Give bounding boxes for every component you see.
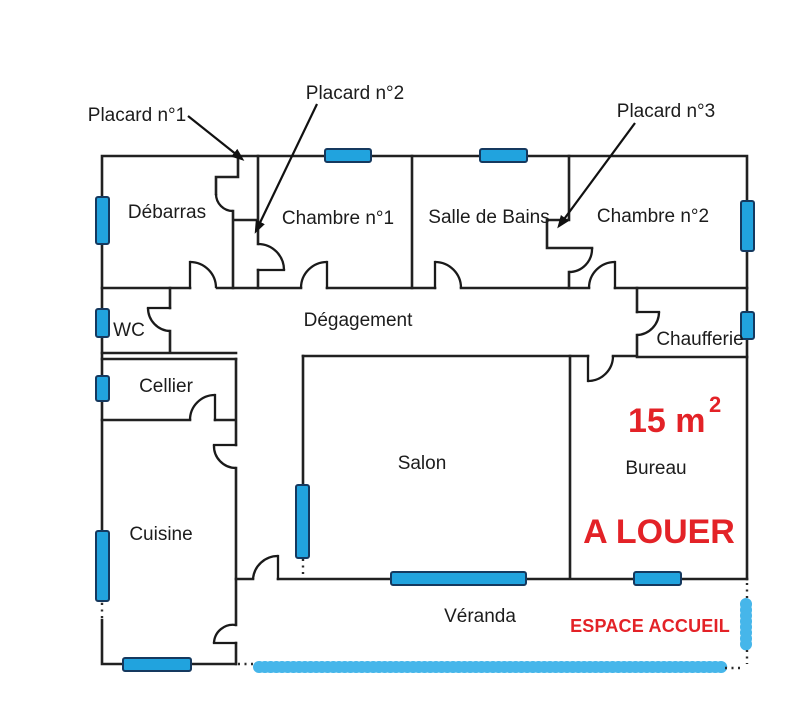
salon-bureau-walls: [234, 354, 749, 581]
window-icon-debarras-left: [95, 196, 110, 245]
door-arc-cuisine: [212, 623, 237, 644]
reception-path: [100, 559, 752, 673]
door-arc-chambre1: [299, 260, 328, 289]
red-annotations: 15 m 2 A LOUER ESPACE ACCUEIL: [570, 392, 735, 636]
door-arc-cellier: [188, 393, 216, 421]
windows: [95, 148, 755, 672]
door-arc-bureau: [587, 355, 615, 383]
door-arc-placard2: [257, 242, 286, 271]
label-cuisine: Cuisine: [129, 524, 192, 545]
arrow-placard1: [187, 115, 245, 161]
label-salle-de-bains: Salle de Bains: [428, 207, 549, 228]
door-arc-placard3: [568, 247, 594, 274]
window-icon-cuisine-bottom: [122, 657, 192, 672]
window-icon-salon-wall: [295, 484, 310, 559]
door-arc-hallway: [212, 444, 237, 470]
cellier-hall-walls: [100, 357, 238, 666]
window-icon-veranda-top: [390, 571, 527, 586]
label-placard-3: Placard n°3: [617, 101, 715, 122]
door-arc-salle-de-bains: [434, 260, 463, 289]
label-chaufferie: Chaufferie: [656, 329, 743, 350]
annotation-arrows: [187, 103, 636, 234]
label-reception-area: ESPACE ACCUEIL: [570, 616, 730, 636]
door-leaves: [146, 260, 661, 645]
label-degagement: Dégagement: [304, 310, 414, 331]
wc-walls: [100, 286, 238, 361]
label-chambre-2: Chambre n°2: [597, 206, 709, 227]
label-office-area: 15 m: [628, 402, 706, 440]
label-veranda: Véranda: [444, 606, 516, 627]
dotted-path-connectors: [100, 559, 749, 670]
label-office-area-exponent: 2: [709, 392, 721, 417]
label-cellier: Cellier: [139, 376, 194, 397]
label-bureau: Bureau: [625, 458, 686, 479]
door-arc-chaufferie: [636, 311, 661, 337]
window-icon-bureau-bottom: [633, 571, 682, 586]
door-arc-debarras: [189, 260, 218, 289]
window-icon-chambre2-right: [740, 200, 755, 252]
label-salon: Salon: [398, 453, 447, 474]
door-arc-chambre2: [587, 260, 616, 289]
arrow-placard3: [557, 122, 636, 229]
door-arc-placard1: [214, 193, 234, 213]
window-icon-cellier-left: [95, 375, 110, 402]
label-for-rent: A LOUER: [583, 513, 735, 551]
top-row-dividers: [214, 154, 414, 290]
window-icon-salle-de-bains-top: [479, 148, 528, 163]
room-labels: Placard n°1 Placard n°2 Placard n°3 Déba…: [88, 83, 744, 627]
window-icon-cuisine-left: [95, 530, 110, 602]
door-arc-veranda: [251, 554, 279, 580]
label-chambre-1: Chambre n°1: [282, 208, 394, 229]
label-wc: WC: [113, 320, 145, 341]
label-placard-2: Placard n°2: [306, 83, 404, 104]
corridor-bottom-wall: [301, 286, 749, 359]
door-arc-wc: [146, 307, 171, 333]
window-icon-chaufferie-right: [740, 311, 755, 340]
window-icon-chambre1-top: [324, 148, 372, 163]
window-icon-wc-left: [95, 308, 110, 338]
doors: [146, 193, 661, 645]
label-placard-1: Placard n°1: [88, 105, 186, 126]
label-debarras: Débarras: [128, 202, 206, 223]
arrow-placard2: [254, 103, 318, 234]
